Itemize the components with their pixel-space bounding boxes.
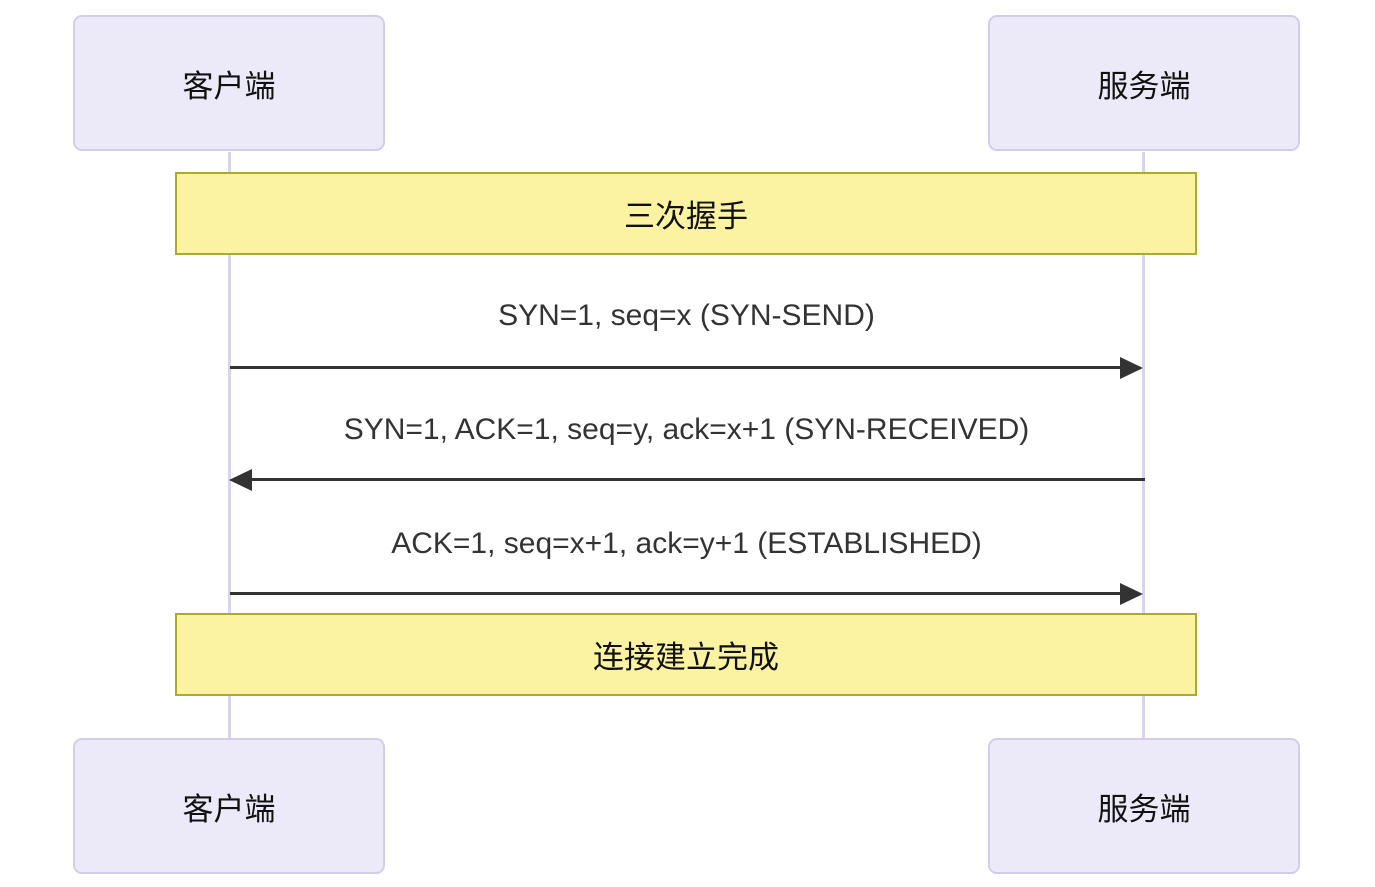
actor-client-bottom-label: 客户端 — [182, 791, 276, 827]
actor-client-top: 客户端 — [73, 15, 385, 151]
message-1-label: SYN=1, seq=x (SYN-SEND) — [498, 299, 875, 332]
banner-established-label: 连接建立完成 — [593, 640, 779, 675]
banner-handshake-label: 三次握手 — [624, 199, 748, 234]
actor-client-top-label: 客户端 — [182, 68, 276, 104]
banner-established: 连接建立完成 — [175, 613, 1197, 696]
actor-server-bottom-label: 服务端 — [1097, 791, 1191, 827]
message-1-arrow-line — [230, 366, 1123, 369]
server-lifeline — [1142, 152, 1145, 738]
message-3-arrowhead-icon — [1120, 583, 1143, 605]
actor-server-top-label: 服务端 — [1097, 68, 1191, 104]
message-2-label: SYN=1, ACK=1, seq=y, ack=x+1 (SYN-RECEIV… — [343, 413, 1030, 446]
message-1-arrowhead-icon — [1120, 357, 1143, 379]
message-2-arrowhead-icon — [229, 469, 252, 491]
actor-server-bottom: 服务端 — [988, 738, 1300, 874]
client-lifeline — [228, 152, 231, 738]
message-3-label: ACK=1, seq=x+1, ack=y+1 (ESTABLISHED) — [391, 527, 982, 560]
banner-handshake: 三次握手 — [175, 172, 1197, 255]
message-3-arrow-line — [230, 592, 1123, 595]
actor-server-top: 服务端 — [988, 15, 1300, 151]
message-2-arrow-line — [252, 478, 1145, 481]
actor-client-bottom: 客户端 — [73, 738, 385, 874]
